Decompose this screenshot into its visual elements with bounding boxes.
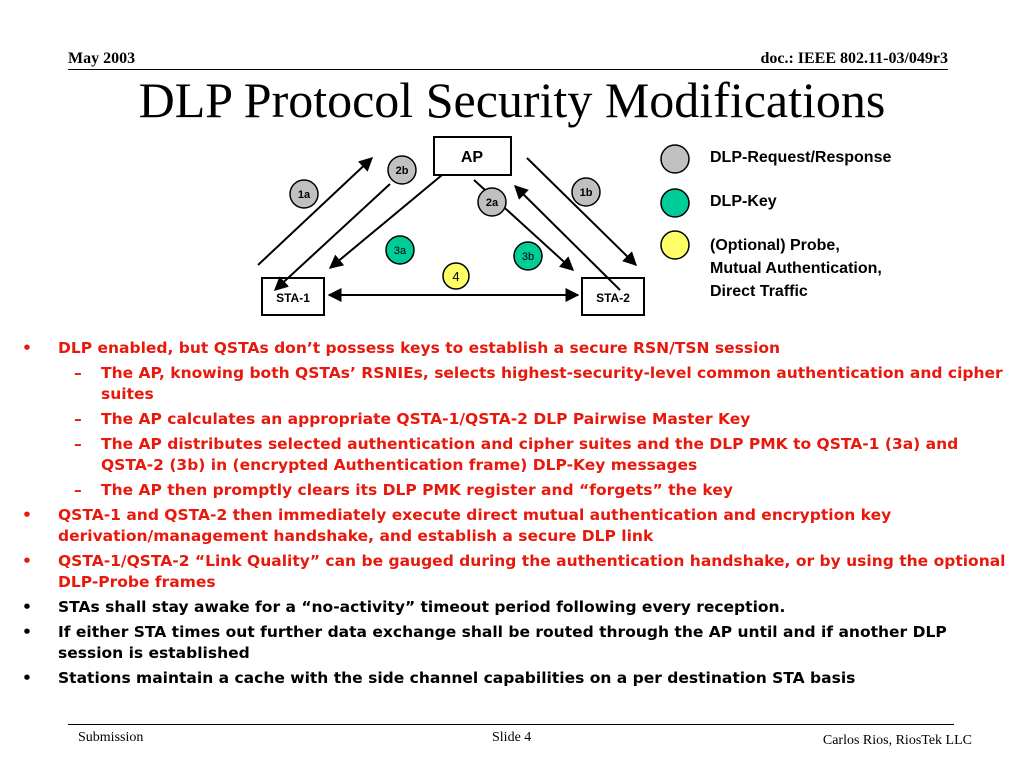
- sub-bullet-item: – The AP, knowing both QSTAs’ RSNIEs, se…: [22, 363, 1012, 405]
- sub-bullet-item: – The AP then promptly clears its DLP PM…: [22, 480, 1012, 501]
- sta1-box: [261, 277, 325, 316]
- dash-mark: –: [74, 435, 82, 453]
- legend-optional-line3: Direct Traffic: [710, 283, 808, 300]
- sub-bullet-item: – The AP distributes selected authentica…: [22, 434, 1012, 476]
- bullet-item: • Stations maintain a cache with the sid…: [22, 668, 1012, 689]
- dash-mark: –: [74, 481, 82, 499]
- bullet-mark: •: [22, 598, 32, 616]
- bullet-text: DLP enabled, but QSTAs don’t possess key…: [58, 339, 781, 357]
- footer-slide-number: Slide 4: [492, 730, 532, 745]
- legend-request: DLP-Request/Response: [710, 149, 892, 166]
- bullet-mark: •: [22, 623, 32, 641]
- step-4: 4: [442, 262, 470, 290]
- step-3a-label: 3a: [394, 245, 407, 257]
- bullet-item: • QSTA-1 and QSTA-2 then immediately exe…: [22, 505, 1012, 547]
- sta2-box: [581, 277, 645, 316]
- dash-mark: –: [74, 364, 82, 382]
- bullet-text: QSTA-1 and QSTA-2 then immediately execu…: [58, 506, 892, 545]
- header-rule: [68, 69, 948, 70]
- step-2b: 2b: [387, 155, 417, 185]
- bullet-text: STAs shall stay awake for a “no-activity…: [58, 598, 786, 616]
- bullet-list: • DLP enabled, but QSTAs don’t possess k…: [22, 338, 1012, 693]
- bullet-text: If either STA times out further data exc…: [58, 623, 947, 662]
- sub-bullet-text: The AP calculates an appropriate QSTA-1/…: [101, 410, 751, 428]
- arrow-2b: [273, 183, 391, 291]
- sta2-label: STA-2: [596, 291, 630, 305]
- footer-author: Carlos Rios, RiosTek LLC: [822, 733, 972, 748]
- sub-bullet-item: – The AP calculates an appropriate QSTA-…: [22, 409, 1012, 430]
- bullet-mark: •: [22, 506, 32, 524]
- slide-title: DLP Protocol Security Modifications: [138, 72, 886, 128]
- bullet-item: • DLP enabled, but QSTAs don’t possess k…: [22, 338, 1012, 359]
- footer-submission: Submission: [78, 730, 144, 745]
- step-1a-label: 1a: [298, 189, 311, 201]
- arrow-3a: [328, 174, 443, 269]
- step-4-label: 4: [452, 269, 459, 284]
- step-1a: 1a: [289, 179, 319, 209]
- bullet-item: • STAs shall stay awake for a “no-activi…: [22, 597, 1012, 618]
- dash-mark: –: [74, 410, 82, 428]
- step-3b: 3b: [513, 241, 543, 271]
- header-doc-id: doc.: IEEE 802.11-03/049r3: [760, 50, 948, 67]
- bullet-text: Stations maintain a cache with the side …: [58, 669, 856, 687]
- legend-swatch-key: [660, 188, 690, 218]
- sub-bullet-text: The AP then promptly clears its DLP PMK …: [101, 481, 733, 499]
- step-2a-label: 2a: [486, 197, 499, 209]
- step-3a: 3a: [385, 235, 415, 265]
- bullet-text: QSTA-1/QSTA-2 “Link Quality” can be gaug…: [58, 552, 1006, 591]
- bullet-item: • QSTA-1/QSTA-2 “Link Quality” can be ga…: [22, 551, 1012, 593]
- legend-optional-line2: Mutual Authentication,: [710, 260, 882, 277]
- ap-label: AP: [461, 149, 484, 166]
- step-1b-label: 1b: [580, 187, 593, 199]
- step-2b-label: 2b: [396, 165, 409, 177]
- sub-bullet-text: The AP, knowing both QSTAs’ RSNIEs, sele…: [101, 364, 1003, 403]
- bullet-mark: •: [22, 339, 32, 357]
- bullet-item: • If either STA times out further data e…: [22, 622, 1012, 664]
- step-2a: 2a: [477, 187, 507, 217]
- bullet-mark: •: [22, 552, 32, 570]
- step-1b: 1b: [571, 177, 601, 207]
- legend-optional-line1: (Optional) Probe,: [710, 237, 840, 254]
- arrow-1a: [257, 157, 374, 266]
- legend-key: DLP-Key: [710, 193, 777, 210]
- sta1-label: STA-1: [276, 291, 310, 305]
- arrow-1b: [526, 157, 637, 266]
- legend-swatch-optional: [660, 230, 690, 260]
- arrow-2a: [514, 185, 621, 291]
- step-3b-label: 3b: [522, 251, 534, 263]
- header-date: May 2003: [68, 50, 136, 67]
- sub-bullet-text: The AP distributes selected authenticati…: [101, 435, 959, 474]
- ap-box: [433, 136, 512, 176]
- legend-swatch-request: [660, 144, 690, 174]
- footer-rule: [68, 724, 954, 725]
- bullet-mark: •: [22, 669, 32, 687]
